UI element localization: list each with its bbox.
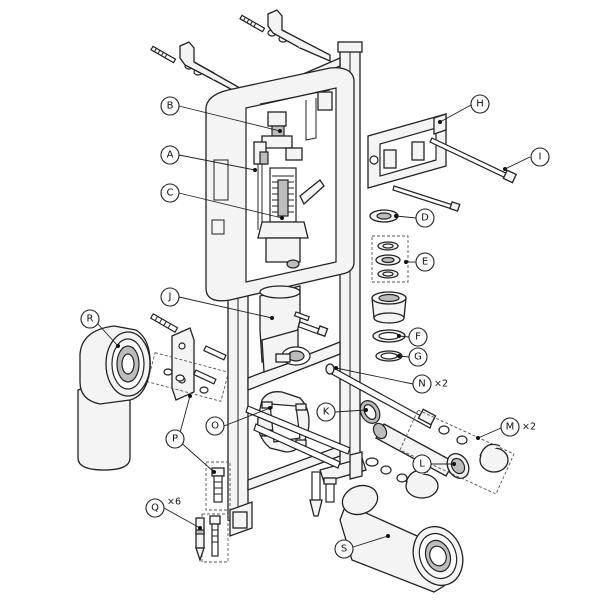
svg-text:M: M (506, 422, 515, 433)
callout-p: P (165, 429, 185, 449)
svg-text:K: K (323, 407, 330, 418)
svg-text:Q: Q (151, 503, 159, 514)
leader-lines (96, 104, 531, 549)
left-bracket (146, 313, 230, 402)
seal-parts (369, 209, 409, 362)
callout-m: M ×2 (500, 417, 536, 437)
svg-text:O: O (211, 421, 219, 432)
svg-text:F: F (415, 332, 421, 343)
bolt-p (205, 461, 231, 511)
svg-text:S: S (341, 544, 347, 555)
svg-text:A: A (167, 150, 174, 161)
callout-i: I (530, 147, 550, 167)
callout-j: J (160, 287, 180, 307)
flush-plate-bracket (367, 113, 447, 189)
callout-a: A (160, 145, 180, 165)
callout-c: C (160, 183, 180, 203)
callout-b: B (160, 96, 180, 116)
callout-n: N ×2 (412, 374, 448, 394)
svg-text:E: E (422, 257, 428, 268)
svg-text:H: H (476, 99, 484, 110)
callout-r: R (80, 309, 100, 329)
svg-text:C: C (167, 188, 174, 199)
callout-e: E (415, 252, 435, 272)
svg-text:G: G (414, 352, 422, 363)
callout-h: H (470, 94, 490, 114)
callout-d: D (415, 208, 435, 228)
svg-text:R: R (87, 314, 94, 325)
callout-k: K (316, 402, 336, 422)
callout-s: S (334, 539, 354, 559)
svg-text:J: J (168, 292, 172, 303)
svg-text:B: B (167, 101, 174, 112)
svg-text:I: I (539, 152, 542, 163)
support-rods (245, 363, 437, 469)
svg-text:L: L (419, 459, 425, 470)
callout-l: L (412, 454, 432, 474)
callout-o: O (205, 416, 225, 436)
callout-q: Q ×6 (145, 497, 181, 518)
fixing-set-m (365, 409, 515, 499)
callout-n-multiplier: ×2 (434, 379, 448, 390)
callout-m-multiplier: ×2 (522, 422, 536, 433)
svg-text:D: D (421, 213, 429, 224)
callout-f: F (408, 327, 428, 347)
top-wall-bolts (150, 9, 331, 96)
svg-text:P: P (172, 434, 178, 445)
screws-q (195, 513, 229, 563)
callout-labels: B A C H I D E J (80, 94, 550, 559)
drain-bend (259, 285, 311, 373)
long-bolts (392, 137, 518, 212)
connection-pipe-s (339, 484, 464, 593)
callout-g: G (408, 347, 428, 367)
svg-text:N: N (418, 379, 425, 390)
flush-valve (257, 167, 325, 269)
floor-anchors (309, 471, 337, 517)
wc-bend-pipe (77, 325, 151, 471)
callout-q-multiplier: ×6 (167, 497, 181, 508)
frame-bolts (293, 311, 329, 338)
inlet-valve (253, 111, 303, 230)
